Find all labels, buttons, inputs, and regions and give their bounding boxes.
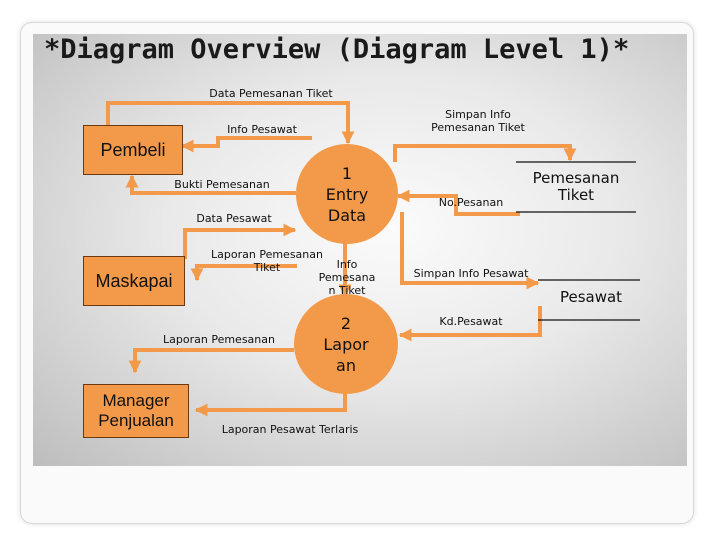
arrow-laporan-pemesanan-tiket [190,264,297,282]
entity-manager-label: Manager Penjualan [98,391,174,430]
flow-label-data-pesawat: Data Pesawat [196,212,272,225]
flow-label-kd-pesawat: Kd.Pesawat [439,315,503,328]
flow-label-bukti-pemesanan: Bukti Pemesanan [174,178,270,191]
store-pesawat: Pesawat [559,288,623,306]
flow-label-info-pemesanan-tiket: Info Pemesana n Tiket [318,258,376,297]
flow-label-simpan-info-pemesanan-tiket: Simpan Info Pemesanan Tiket [431,108,525,134]
arrow-data-pemesanan-tiket [106,101,355,145]
flow-label-laporan-pemesanan-tiket: Laporan Pemesanan Tiket [211,248,323,274]
process-laporan-label: 2 Lapor an [323,313,369,375]
flow-label-info-pesawat: Info Pesawat [227,123,297,136]
arrow-simpan-info-pemesanan [393,144,577,162]
diagram-title: *Diagram Overview (Diagram Level 1)* [44,34,630,65]
flow-label-no-pesanan: No.Pesanan [438,196,504,209]
arrow-laporan-pemesanan [128,348,294,374]
arrow-info-pesawat [180,136,312,153]
entity-maskapai-label: Maskapai [95,270,173,291]
process-laporan: 2 Lapor an [294,294,398,394]
store-pemesanan-tiket: Pemesanan Tiket [532,169,620,204]
process-entry-label: 1 Entry Data [325,163,369,225]
flow-label-laporan-pemesanan: Laporan Pemesanan [163,333,275,346]
arrow-kd-pesawat [398,306,542,342]
entity-manager-penjualan: Manager Penjualan [83,384,189,438]
entity-maskapai: Maskapai [83,256,185,306]
arrow-no-pesanan [396,189,520,216]
arrow-laporan-pesawat-terlaris [194,390,347,417]
flow-label-laporan-pesawat-terlaris: Laporan Pesawat Terlaris [221,423,359,436]
arrow-simpan-info-pesawat [400,212,540,290]
flow-label-simpan-info-pesawat: Simpan Info Pesawat [413,267,529,280]
process-entry-data: 1 Entry Data [296,144,398,244]
flow-label-data-pemesanan-tiket: Data Pemesanan Tiket [209,87,333,100]
entity-pembeli-label: Pembeli [100,139,166,160]
entity-pembeli: Pembeli [83,125,183,175]
arrow-data-pesawat [183,223,297,259]
arrow-bukti-pemesanan [125,174,296,195]
